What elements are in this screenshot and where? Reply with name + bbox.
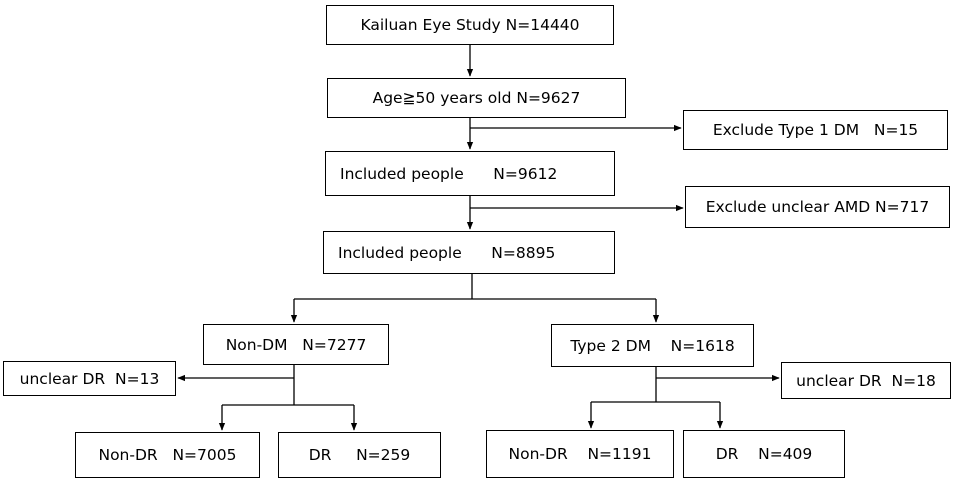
box-exclude-type1-dm: Exclude Type 1 DM N=15 xyxy=(683,110,948,150)
box-included-people-2: Included people N=8895 xyxy=(323,231,615,274)
box-label: Exclude unclear AMD N=717 xyxy=(705,198,930,216)
box-exclude-unclear-amd: Exclude unclear AMD N=717 xyxy=(685,186,950,228)
box-label: Included people N=9612 xyxy=(340,164,558,183)
box-label: DR N=409 xyxy=(715,445,813,463)
box-dr-left: DR N=259 xyxy=(278,432,441,478)
box-label: Non-DM N=7277 xyxy=(225,335,367,354)
box-non-dr-right: Non-DR N=1191 xyxy=(486,430,674,478)
box-unclear-dr-left: unclear DR N=13 xyxy=(3,361,176,396)
box-label: unclear DR N=13 xyxy=(19,369,160,388)
box-included-people-1: Included people N=9612 xyxy=(325,151,615,196)
box-label: Included people N=8895 xyxy=(338,243,556,262)
box-non-dm: Non-DM N=7277 xyxy=(203,324,389,365)
box-label: Exclude Type 1 DM N=15 xyxy=(712,121,919,139)
box-non-dr-left: Non-DR N=7005 xyxy=(75,432,260,478)
box-kailuan-eye-study: Kailuan Eye Study N=14440 xyxy=(326,5,614,45)
box-type2-dm: Type 2 DM N=1618 xyxy=(551,324,754,367)
box-label: Type 2 DM N=1618 xyxy=(570,336,735,355)
box-label: DR N=259 xyxy=(308,446,411,464)
box-label: Age≧50 years old N=9627 xyxy=(372,89,581,107)
box-age-filter: Age≧50 years old N=9627 xyxy=(327,78,626,118)
box-label: Non-DR N=1191 xyxy=(508,445,652,463)
box-dr-right: DR N=409 xyxy=(683,430,845,478)
box-label: Non-DR N=7005 xyxy=(98,446,237,464)
box-unclear-dr-right: unclear DR N=18 xyxy=(781,362,951,399)
box-label: Kailuan Eye Study N=14440 xyxy=(360,16,580,34)
box-label: unclear DR N=18 xyxy=(796,371,936,390)
